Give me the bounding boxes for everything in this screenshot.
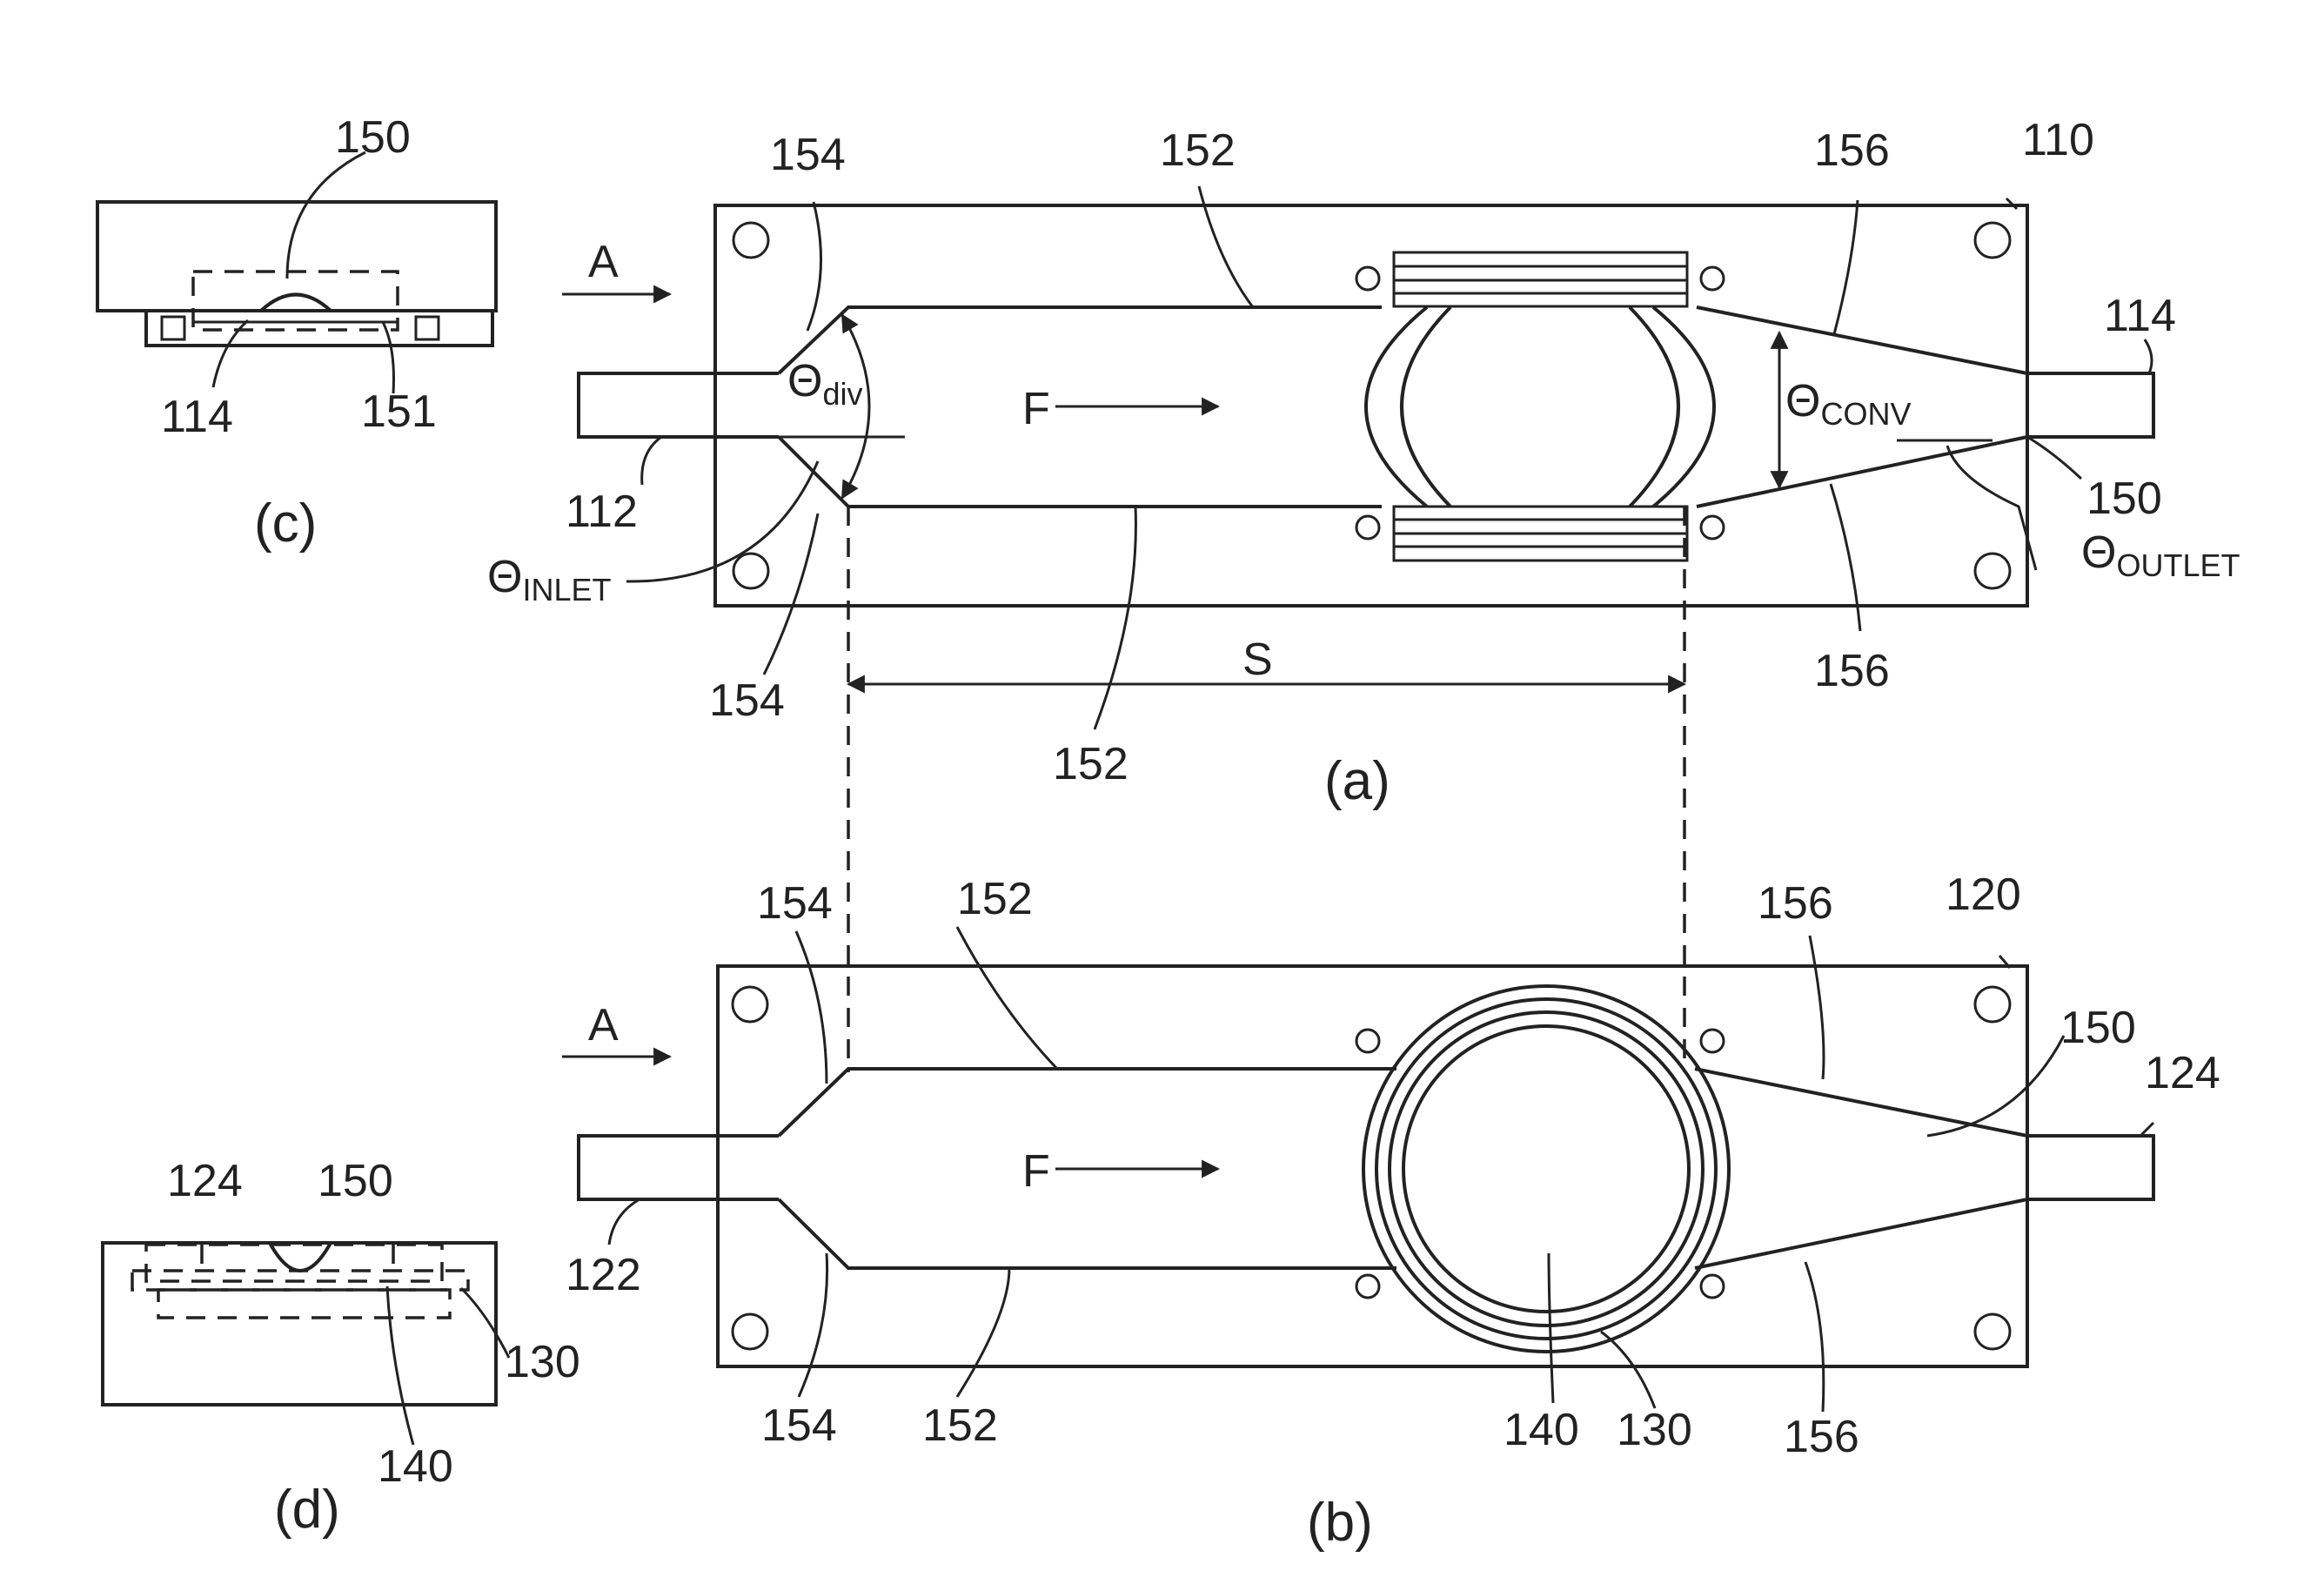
label-156-b-bot: 156 — [1784, 1412, 1859, 1462]
label-140-b: 140 — [1504, 1405, 1579, 1455]
view-c: 150 114 151 (c) — [97, 112, 496, 554]
view-b: 120 154 152 156 150 124 122 154 152 140 … — [562, 869, 2220, 1553]
label-150-b: 150 — [2060, 1003, 2136, 1053]
foot-c-left — [162, 317, 184, 339]
chamber-arc-outer-left — [1366, 307, 1427, 507]
chamber-arc-outer-right — [1653, 307, 1714, 507]
bolt-hole-a-2 — [1701, 267, 1724, 290]
label-110: 110 — [2022, 115, 2094, 165]
corner-hole-b-br — [1975, 1314, 2010, 1349]
corner-hole-b-tr — [1975, 987, 2010, 1022]
bolt-hole-a-4 — [1701, 516, 1724, 539]
label-150-a: 150 — [2086, 473, 2162, 524]
label-124-b: 124 — [2145, 1048, 2220, 1098]
corner-hole-a-br — [1975, 554, 2010, 588]
label-154-b-bot: 154 — [761, 1400, 837, 1451]
label-150-d: 150 — [318, 1156, 393, 1206]
label-130-b: 130 — [1617, 1405, 1692, 1455]
label-156-a-top: 156 — [1814, 125, 1890, 176]
corner-hole-b-tl — [733, 987, 767, 1022]
corner-hole-a-tr — [1975, 223, 2010, 258]
outlet-port-114 — [2027, 373, 2153, 437]
label-arrow-a-a: A — [588, 237, 619, 287]
caption-a: (a) — [1324, 751, 1390, 811]
view-d: 124 150 130 140 (d) — [103, 1156, 580, 1540]
channel-150-c — [261, 295, 331, 312]
label-122: 122 — [566, 1250, 641, 1300]
label-154-a-top: 154 — [770, 130, 846, 180]
caption-d: (d) — [274, 1480, 340, 1540]
ring-inner-130 — [1390, 1012, 1703, 1326]
hidden-parts-d — [132, 1245, 468, 1318]
label-flow-f-a: F — [1022, 384, 1050, 434]
plate-120 — [718, 966, 2027, 1366]
label-arrow-a-b: A — [588, 1000, 619, 1051]
block-d — [103, 1243, 496, 1405]
label-156-a-bot: 156 — [1814, 646, 1890, 696]
label-152-b-top: 152 — [957, 874, 1033, 924]
inlet-port-112 — [579, 373, 779, 437]
bolt-hole-a-3 — [1356, 516, 1379, 539]
corner-hole-a-bl — [733, 554, 768, 588]
chamber-arc-inner-left — [1402, 307, 1450, 507]
label-156-b-top: 156 — [1758, 878, 1833, 929]
leaders-b — [609, 927, 2153, 1412]
label-114-a: 114 — [2104, 291, 2176, 341]
label-152-b-bot: 152 — [922, 1400, 998, 1451]
caption-b: (b) — [1307, 1493, 1373, 1553]
label-151-c: 151 — [361, 386, 437, 437]
plate-c — [146, 311, 492, 346]
label-112: 112 — [566, 487, 638, 537]
label-theta-inlet: ΘINLET — [487, 552, 611, 608]
magnet-bottom — [1394, 507, 1687, 561]
label-140-d: 140 — [378, 1441, 453, 1492]
caption-c: (c) — [254, 493, 317, 554]
corner-hole-a-tl — [733, 223, 768, 258]
label-theta-outlet: ΘOUTLET — [2081, 527, 2240, 583]
label-theta-conv: ΘCONV — [1785, 376, 1911, 432]
label-124-d: 124 — [167, 1156, 243, 1206]
bolt-hole-b-3 — [1356, 1275, 1379, 1298]
bolt-hole-b-1 — [1356, 1030, 1379, 1052]
chamber-arc-inner-right — [1630, 307, 1678, 507]
ring-mid-130 — [1376, 999, 1716, 1339]
outlet-port-124 — [2027, 1136, 2153, 1199]
bolt-hole-a-1 — [1356, 267, 1379, 290]
foot-c-right — [416, 317, 439, 339]
window-140 — [1403, 1026, 1689, 1312]
label-114-c: 114 — [161, 392, 233, 442]
label-154-b-top: 154 — [757, 878, 833, 929]
corner-hole-b-bl — [733, 1314, 767, 1349]
label-130-d: 130 — [505, 1337, 580, 1387]
bolt-hole-b-4 — [1701, 1275, 1724, 1298]
label-120: 120 — [1946, 869, 2021, 920]
channel-150-d — [270, 1243, 331, 1271]
label-152-a-bot: 152 — [1053, 739, 1129, 789]
label-152-a-top: 152 — [1160, 125, 1236, 176]
view-a: 110 154 152 156 114 150 112 154 152 156 … — [487, 115, 2240, 811]
label-theta-div: Θdiv — [787, 356, 862, 412]
ring-outer-130 — [1363, 986, 1729, 1352]
label-flow-f-b: F — [1022, 1146, 1050, 1197]
label-150-c: 150 — [335, 112, 411, 163]
label-span-s: S — [1242, 634, 1273, 685]
inlet-port-122 — [579, 1136, 779, 1199]
bolt-hole-b-2 — [1701, 1030, 1724, 1052]
leaders-d — [387, 1286, 509, 1445]
magnet-top — [1394, 252, 1687, 306]
label-154-a-bot: 154 — [709, 675, 785, 726]
